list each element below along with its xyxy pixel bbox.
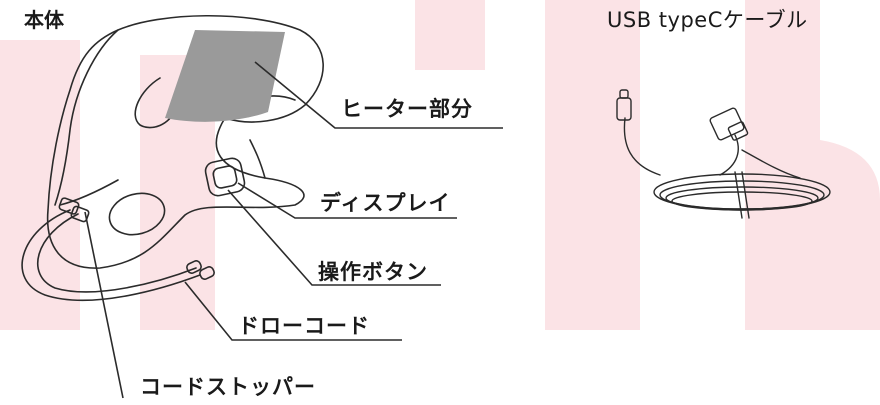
inner-curve [134, 77, 176, 129]
side-seam [249, 139, 266, 179]
usb-cable-title: USB typeCケーブル [607, 8, 808, 32]
display-label: ディスプレイ [320, 191, 451, 215]
leader-lines [84, 61, 503, 399]
lower-curve [59, 179, 119, 206]
cord-end-1 [186, 260, 202, 274]
leader-button [227, 189, 441, 286]
control-panel-inner [212, 165, 238, 189]
body-outline [46, 14, 324, 269]
main-unit-title: 本体 [24, 8, 64, 32]
cord-stopper-shape-2 [70, 205, 90, 223]
cord-stopper-shape [58, 197, 80, 215]
watermark [0, 0, 880, 330]
leader-display [237, 182, 457, 219]
leader-heater [254, 61, 503, 129]
cord-stopper-label: コードストッパー [140, 375, 316, 399]
cushion-pad [108, 192, 166, 236]
heater-pad [165, 30, 285, 122]
draw-cord-label: ドローコード [238, 314, 370, 338]
button-label: 操作ボタン [318, 260, 428, 284]
inner-opening [54, 29, 119, 206]
leader-cord-stopper [84, 211, 124, 399]
usb-cable-illustration [616, 89, 831, 219]
draw-cord [21, 209, 201, 302]
draw-cord-2 [37, 213, 197, 293]
heater-label: ヒーター部分 [341, 97, 473, 121]
control-panel [204, 157, 246, 197]
cord-end-2 [199, 266, 215, 280]
leader-draw-cord [184, 281, 402, 341]
